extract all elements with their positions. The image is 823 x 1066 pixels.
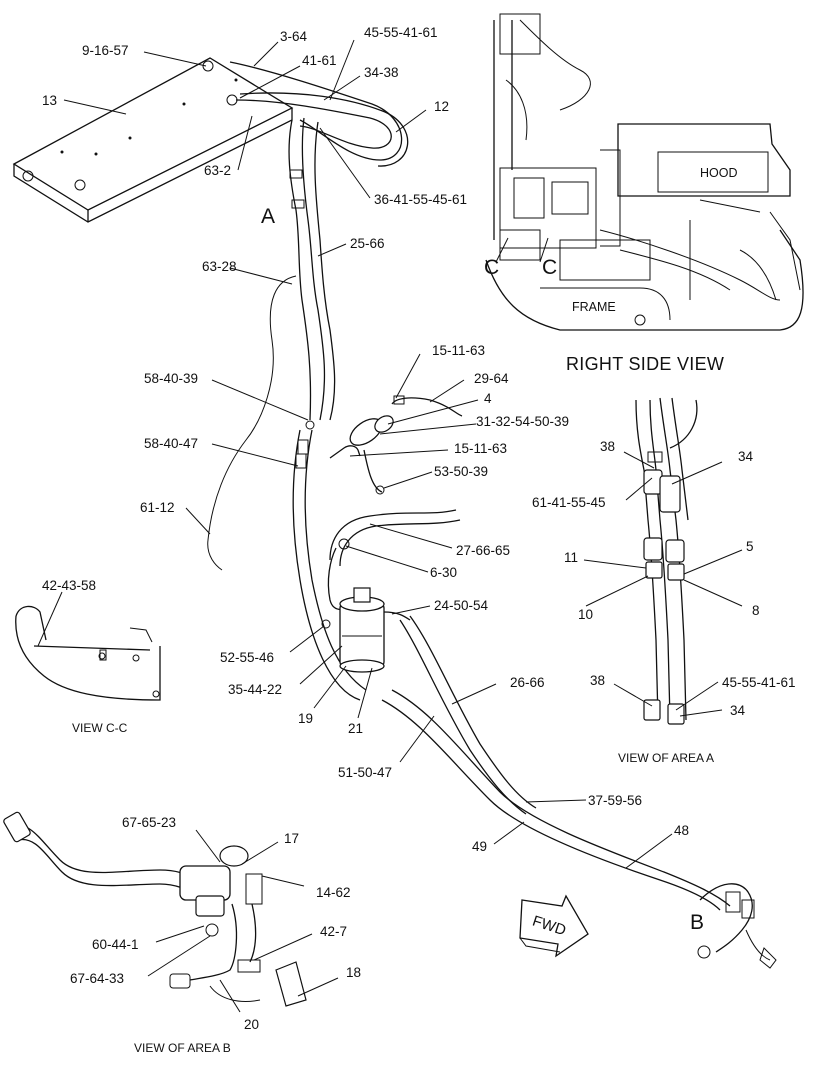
callout-58-40-47: 58-40-47 (144, 436, 199, 451)
area-a-callout-34-top: 34 (738, 449, 754, 464)
callout-61-12: 61-12 (140, 500, 175, 515)
callout-45-55-41-61-top: 45-55-41-61 (364, 25, 438, 40)
area-a-callout-5: 5 (746, 539, 754, 554)
callout-21: 21 (348, 721, 364, 736)
callout-41-61: 41-61 (302, 53, 337, 68)
mounting-plate (12, 57, 294, 223)
view-area-b-detail (3, 811, 307, 1007)
callout-58-40-39: 58-40-39 (144, 371, 199, 386)
callout-42-7: 42-7 (320, 924, 348, 939)
area-a-callout-61-41-55-45: 61-41-55-45 (532, 495, 606, 510)
callout-51-50-47: 51-50-47 (338, 765, 393, 780)
area-a-callout-10: 10 (578, 607, 594, 622)
view-cc-detail (15, 605, 161, 701)
filter-canister (339, 587, 411, 673)
area-b-marker: B (690, 911, 705, 934)
hood-label: HOOD (700, 166, 738, 180)
callout-35-44-22: 35-44-22 (228, 682, 283, 697)
callout-31-32-54-50-39: 31-32-54-50-39 (476, 414, 570, 429)
callout-4: 4 (484, 391, 492, 406)
callout-52-55-46: 52-55-46 (220, 650, 275, 665)
callout-63-2: 63-2 (204, 163, 232, 178)
callout-49: 49 (472, 839, 488, 854)
callout-6-30: 6-30 (430, 565, 458, 580)
area-a-callout-8: 8 (752, 603, 760, 618)
callout-leader-lines (37, 39, 743, 1013)
area-b-connector-group (697, 883, 777, 969)
callout-26-66: 26-66 (510, 675, 545, 690)
callout-13: 13 (42, 93, 58, 108)
callout-18: 18 (346, 965, 362, 980)
callout-15-11-63-b: 15-11-63 (454, 441, 508, 456)
view-area-b-caption: VIEW OF AREA B (134, 1041, 231, 1055)
area-a-callout-38-bottom: 38 (590, 673, 606, 688)
callout-14-62: 14-62 (316, 885, 351, 900)
callout-67-64-33: 67-64-33 (70, 971, 125, 986)
callout-29-64: 29-64 (474, 371, 509, 386)
callout-20: 20 (244, 1017, 260, 1032)
callout-25-66: 25-66 (350, 236, 385, 251)
callout-53-50-39: 53-50-39 (434, 464, 489, 479)
area-a-callout-38-top: 38 (600, 439, 616, 454)
callout-12: 12 (434, 99, 450, 114)
view-area-a-detail (635, 397, 698, 725)
section-c-left-marker: C (484, 256, 500, 279)
callout-19: 19 (298, 711, 314, 726)
callout-42-43-58: 42-43-58 (42, 578, 97, 593)
area-a-callout-45-55-41-61: 45-55-41-61 (722, 675, 796, 690)
callout-36-41-55-45-61: 36-41-55-45-61 (374, 192, 468, 207)
area-a-callout-11: 11 (564, 550, 579, 565)
valve-component (329, 395, 463, 493)
main-hose-bundle (207, 61, 731, 911)
callout-3-64: 3-64 (280, 29, 308, 44)
area-a-marker: A (261, 205, 276, 228)
callout-34-38: 34-38 (364, 65, 399, 80)
callout-63-28: 63-28 (202, 259, 237, 274)
area-a-callout-34-bottom: 34 (730, 703, 746, 718)
section-c-right-marker: C (542, 256, 558, 279)
right-side-view-title: RIGHT SIDE VIEW (566, 354, 725, 374)
callout-17: 17 (284, 831, 300, 846)
view-area-a-caption: VIEW OF AREA A (618, 751, 715, 765)
right-side-view-machine (485, 13, 804, 331)
forward-arrow: FWD (519, 894, 589, 958)
callout-48: 48 (674, 823, 690, 838)
frame-label: FRAME (572, 300, 616, 314)
callout-37-59-56: 37-59-56 (588, 793, 643, 808)
callout-60-44-1: 60-44-1 (92, 937, 139, 952)
callout-67-65-23: 67-65-23 (122, 815, 177, 830)
callout-27-66-65: 27-66-65 (456, 543, 511, 558)
view-cc-caption: VIEW C-C (72, 721, 128, 735)
callout-9-16-57: 9-16-57 (82, 43, 129, 58)
callout-24-50-54: 24-50-54 (434, 598, 489, 613)
callout-15-11-63-a: 15-11-63 (432, 343, 486, 358)
